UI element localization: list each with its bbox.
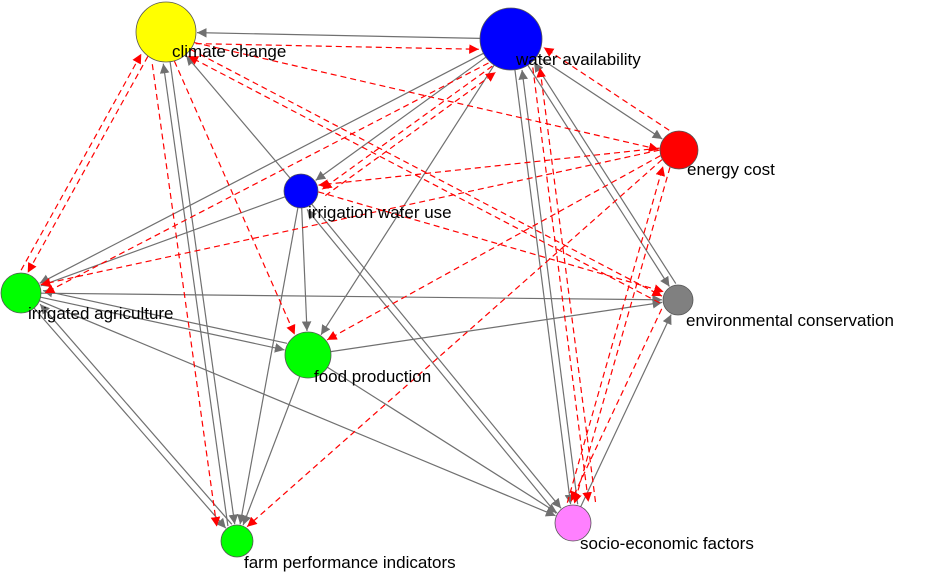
edge-socio-to-energy-dashed — [566, 166, 665, 503]
edge-irragri-to-socio-solid — [39, 300, 556, 517]
node-energy-cost[interactable]: energy cost — [659, 130, 775, 179]
node-socio-economic-factors[interactable]: socio-economic factors — [554, 504, 754, 553]
edge-water-to-envcons-solid — [527, 64, 670, 287]
edges-layer — [20, 27, 677, 529]
edge-water-to-food-solid — [320, 64, 495, 336]
node-label-energy-cost: energy cost — [687, 160, 775, 179]
edge-irrwater-to-food-solid — [301, 207, 312, 332]
node-label-climate-change: climate change — [172, 42, 286, 61]
node-label-irrigation-water-use: irrigation water use — [308, 203, 452, 222]
node-food-production[interactable]: food production — [284, 331, 431, 386]
edge-water-to-irrwater-dashed — [321, 65, 493, 190]
edge-food-to-socio-solid — [327, 366, 558, 514]
node-label-farm-performance-indicators: farm performance indicators — [244, 553, 456, 572]
edge-socio-to-envcons-solid — [580, 314, 672, 507]
edge-energy-to-irragri-dashed — [40, 149, 660, 288]
node-farm-performance-indicators[interactable]: farm performance indicators — [220, 524, 456, 572]
edge-climate-to-water-dashed — [195, 43, 479, 54]
edge-food-to-envcons-solid — [330, 299, 663, 353]
node-irrigated-agriculture[interactable]: irrigated agriculture — [0, 272, 174, 323]
edge-socio-to-irrwater-solid — [306, 209, 557, 514]
node-environmental-conservation[interactable]: environmental conservation — [662, 284, 894, 330]
edge-energy-to-socio-dashed — [572, 167, 671, 504]
edge-socio-to-water-solid — [518, 69, 579, 505]
edge-irragri-to-farm-solid — [33, 307, 227, 529]
node-water-availability[interactable]: water availability — [479, 7, 641, 71]
edge-climate-to-farm-solid — [169, 61, 239, 525]
edge-irrwater-to-climate-solid — [185, 55, 291, 179]
node-label-socio-economic-factors: socio-economic factors — [580, 534, 754, 553]
edge-irrwater-to-water-dashed — [324, 71, 496, 197]
edge-water-to-socio-dashed — [532, 67, 592, 502]
edge-irragri-to-food-solid — [40, 296, 285, 353]
edge-envcons-to-water-solid — [533, 61, 677, 284]
edge-climate-to-envcons-dashed — [190, 48, 663, 297]
edge-irragri-to-envcons-solid — [40, 292, 663, 305]
edge-irrwater-to-irragri-solid — [40, 196, 286, 288]
edge-farm-to-irragri-solid — [39, 303, 233, 525]
edge-food-to-farm-solid — [242, 376, 301, 526]
edge-food-to-irragri-solid — [42, 287, 288, 344]
edge-socio-to-water-dashed — [536, 67, 597, 503]
edge-energy-to-food-dashed — [326, 155, 661, 341]
edge-envcons-to-climate-dashed — [188, 55, 660, 304]
node-label-environmental-conservation: environmental conservation — [686, 311, 894, 330]
edge-water-to-irrwater-solid — [315, 56, 487, 181]
node-climate-change[interactable]: climate change — [135, 1, 286, 63]
edge-envcons-to-socio-dashed — [570, 308, 663, 502]
node-label-food-production: food production — [314, 367, 431, 386]
edge-energy-to-water-dashed — [543, 46, 670, 131]
edge-water-to-socio-solid — [514, 69, 575, 505]
node-label-water-availability: water availability — [515, 50, 641, 69]
node-label-irrigated-agriculture: irrigated agriculture — [28, 304, 174, 323]
edge-water-to-energy-solid — [536, 55, 663, 140]
edge-water-to-irragri-dashed — [44, 62, 489, 294]
edge-irragri-to-climate-dashed — [20, 53, 142, 271]
edge-water-to-climate-solid — [196, 27, 481, 39]
edge-climate-to-irragri-dashed — [27, 56, 149, 273]
edge-irrwater-to-farm-solid — [237, 207, 299, 525]
edge-climate-to-farm-dashed — [151, 64, 221, 527]
edge-energy-to-farm-dashed — [246, 159, 663, 528]
edge-energy-to-irrwater-dashed — [318, 147, 660, 189]
node-irrigation-water-use[interactable]: irrigation water use — [283, 173, 452, 222]
nodes-layer: climate change water availability energy… — [0, 1, 894, 572]
edge-irrwater-to-socio-solid — [311, 203, 562, 509]
